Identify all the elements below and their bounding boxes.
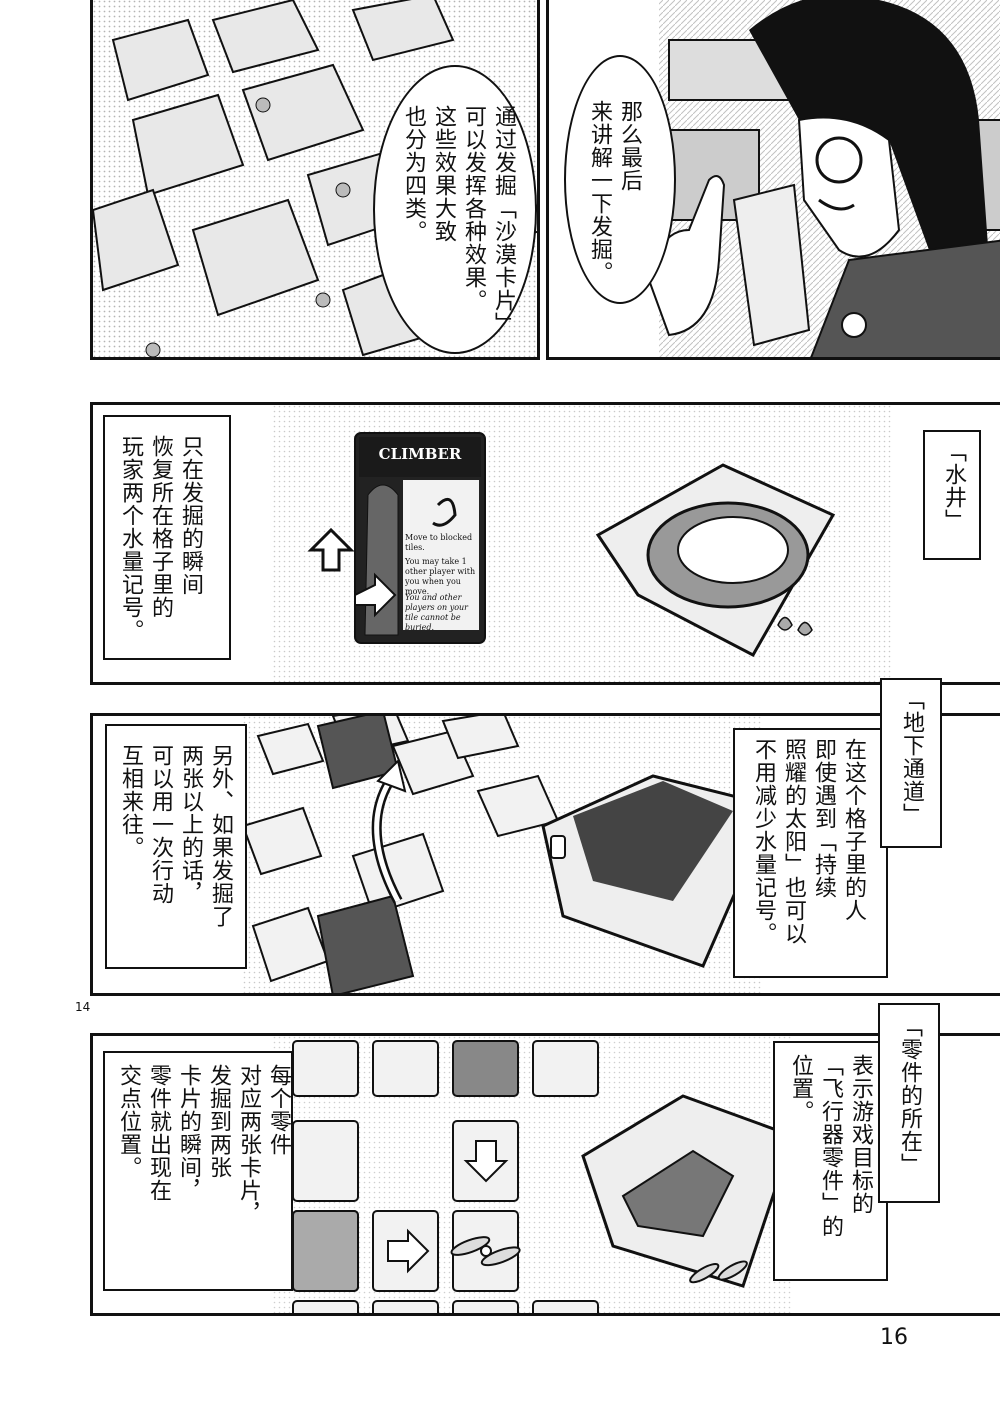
caption-line-1: 每个零件 [266, 1064, 291, 1156]
explanation-text: 在这个格子里的人 即使遇到「持续 照耀的太阳」也可以 不用减少水量记号。 [748, 738, 868, 973]
explanation-box [773, 1041, 888, 1281]
caption-text: 另外、如果发掘了 两张以上的话， 可以用一次行动 互相来往。 [115, 744, 235, 964]
caption-box [103, 415, 231, 660]
caption-text: 每个零件 对应两张卡片， 发掘到两张 卡片的瞬间， 零件就出现在 交点位置。 [113, 1064, 293, 1286]
water-well-art [273, 405, 893, 682]
caption-text: 只在发掘的瞬间 恢复所在格子里的 玩家两个水量记号。 [115, 435, 205, 655]
propeller-icon [450, 1236, 521, 1267]
explanation-line-1: 表示游戏目标的 [848, 1054, 873, 1215]
caption-line-2: 对应两张卡片， [236, 1064, 261, 1225]
passage-art [241, 716, 776, 993]
caption-line-4: 卡片的瞬间， [176, 1064, 201, 1202]
card-text-1: Move to blocked tiles. [405, 533, 473, 552]
label-box [878, 1003, 940, 1203]
speech-line-1: 通过发掘「沙漠卡片」 [491, 105, 516, 335]
explanation-text: 表示游戏目标的 「飞行器零件」的 位置。 [785, 1054, 875, 1276]
label-text: 「零件的所在」 [897, 1015, 922, 1176]
label-text: 「水井」 [941, 440, 966, 532]
caption-line-6: 交点位置。 [116, 1064, 141, 1179]
caption-line-3: 发掘到两张 [206, 1064, 231, 1179]
card-title: CLIMBER [378, 445, 462, 463]
caption-box [103, 1051, 293, 1291]
part-location-art [273, 1036, 795, 1313]
caption-line-5: 零件就出现在 [146, 1064, 171, 1202]
caption-line-2: 恢复所在格子里的 [148, 435, 173, 619]
panel-part-location: 每个零件 对应两张卡片， 发掘到两张 卡片的瞬间， 零件就出现在 交点位置。 表… [90, 1033, 1000, 1316]
speech-text: 那么最后 来讲解一下发掘。 [584, 100, 644, 290]
caption-line-4: 互相来往。 [118, 744, 143, 859]
label-text: 「地下通道」 [899, 688, 924, 826]
explanation-line-2: 「飞行器零件」的 [818, 1054, 843, 1238]
up-arrow-icon [307, 527, 355, 572]
caption-line-2: 两张以上的话， [178, 744, 203, 905]
explanation-line-2: 即使遇到「持续 [811, 738, 836, 899]
panel-underground-passage: 另外、如果发掘了 两张以上的话， 可以用一次行动 互相来往。 在这个格子里的人 … [90, 713, 1000, 996]
explanation-line-4: 不用减少水量记号。 [751, 738, 776, 945]
margin-number: 14 [75, 1000, 91, 1014]
speech-line-1: 那么最后 [617, 100, 642, 192]
explanation-box [733, 728, 888, 978]
panel-water-well: CLIMBER Move to blocked tiles. You may t… [90, 402, 1000, 685]
panel-desert-cards-table: 通过发掘「沙漠卡片」 可以发挥各种效果。 这些效果大致 也分为四类。 [90, 0, 540, 360]
label-box [923, 430, 981, 560]
caption-line-3: 玩家两个水量记号。 [118, 435, 143, 642]
speech-bubble [564, 55, 676, 304]
caption-line-3: 可以用一次行动 [148, 744, 173, 905]
speech-line-4: 也分为四类。 [401, 105, 426, 243]
caption-box [105, 724, 247, 969]
label-box [880, 678, 942, 848]
speech-line-2: 可以发挥各种效果。 [461, 105, 486, 312]
speech-bubble [373, 65, 537, 354]
explanation-line-3: 位置。 [788, 1054, 813, 1123]
girl-art [647, 0, 1000, 357]
speech-text: 通过发掘「沙漠卡片」 可以发挥各种效果。 这些效果大致 也分为四类。 [398, 105, 518, 345]
right-arrow-icon [387, 1228, 430, 1274]
caption-line-1: 只在发掘的瞬间 [178, 435, 203, 596]
speech-line-2: 来讲解一下发掘。 [587, 100, 612, 284]
caption-line-1: 另外、如果发掘了 [208, 744, 233, 928]
speech-line-3: 这些效果大致 [431, 105, 456, 243]
card-text-3: You and other players on your tile canno… [405, 593, 468, 632]
card-text-2: You may take 1 other player with you whe… [405, 557, 476, 596]
explanation-line-3: 照耀的太阳」也可以 [781, 738, 806, 945]
page-number: 16 [880, 1325, 908, 1350]
down-arrow-icon [463, 1140, 509, 1183]
panel-girl-explaining: 那么最后 来讲解一下发掘。 [546, 0, 1000, 360]
explanation-line-1: 在这个格子里的人 [841, 738, 866, 922]
